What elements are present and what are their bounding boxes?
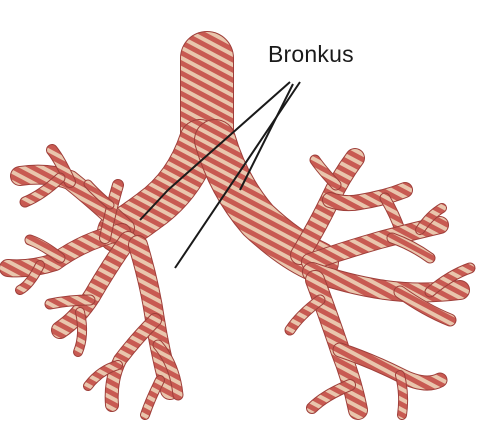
right-branch-2 (323, 183, 412, 211)
airway-branches (0, 31, 476, 420)
leader-lines (139, 81, 301, 269)
right-branch-9 (394, 286, 456, 326)
left-branch-6 (16, 261, 44, 294)
left-main-bronchus (98, 120, 220, 252)
left-branch-3 (20, 173, 65, 207)
right-branch-3 (310, 155, 341, 190)
left-branch-11 (105, 314, 161, 411)
left-branch-9 (74, 308, 87, 356)
left-branch-8 (45, 295, 95, 309)
left-branch-2 (47, 145, 75, 187)
right-branch-14 (396, 371, 408, 419)
right-branch-7 (416, 204, 446, 234)
right-branch-10 (425, 263, 475, 297)
left-branch-13 (84, 361, 122, 390)
left-branch-5 (25, 235, 65, 263)
left-branch-16 (84, 180, 114, 209)
right-branch-15 (285, 295, 325, 335)
bronkus-label: Bronkus (268, 41, 354, 67)
leader-line-left-bronchus (167, 81, 291, 191)
leader-line-right-bronchus (239, 83, 294, 191)
left-branch-14 (141, 376, 164, 419)
right-branch-6 (387, 233, 435, 263)
leader-line-left-bronchus-tip (139, 189, 169, 221)
right-branch-13 (307, 380, 355, 413)
leader-line-lower (174, 81, 301, 269)
left-branch-12 (153, 340, 183, 400)
